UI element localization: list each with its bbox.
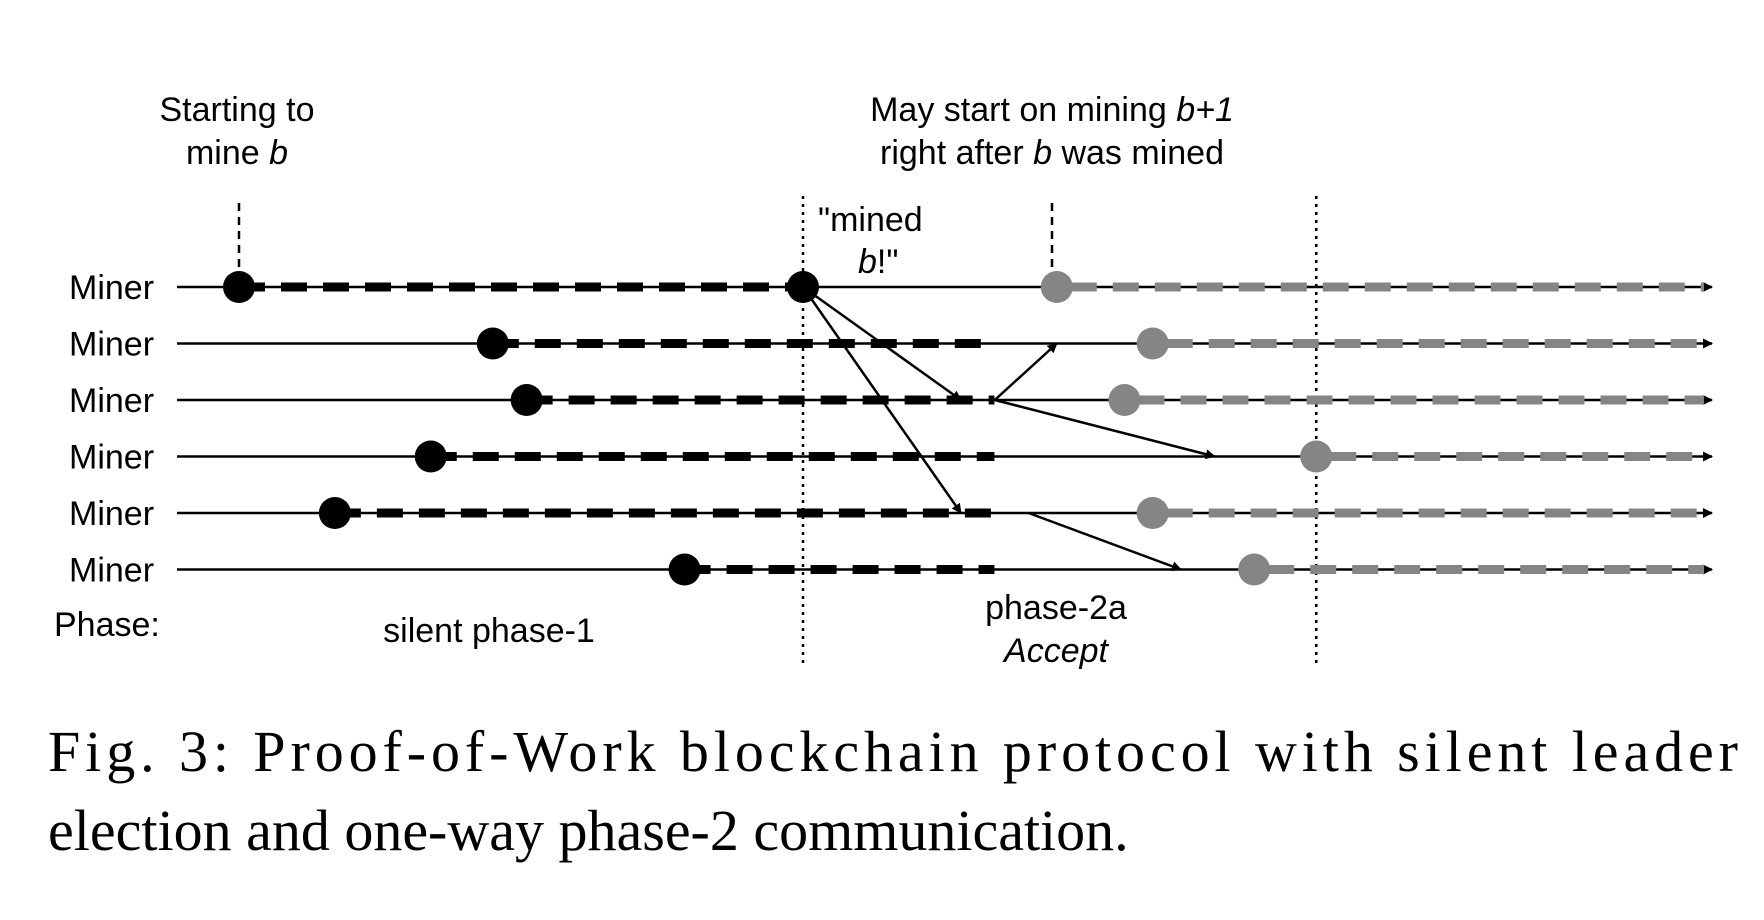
miner-label: Miner: [69, 439, 154, 477]
start-mining-b-dot: [318, 497, 351, 529]
miner-row: Miner: [69, 495, 1713, 533]
miner-label: Miner: [69, 495, 154, 533]
start-mining-b-dot: [476, 327, 509, 360]
start-mining-b1-dot: [1108, 384, 1141, 416]
start-mining-b-dot: [510, 384, 543, 416]
phase-silent-label: silent phase-1: [383, 612, 595, 650]
miner-row: Miner: [69, 269, 1713, 307]
message-arrow: [993, 342, 1058, 401]
messages: [801, 285, 1216, 572]
annotation-start-line1: Starting to: [160, 91, 315, 129]
miner-row: Miner: [69, 552, 1713, 590]
start-mining-b1-dot: [1040, 271, 1073, 303]
message-arrow: [801, 286, 962, 514]
caption-line2: election and one-way phase-2 communicati…: [48, 798, 1129, 863]
start-mining-b1-dot: [1136, 327, 1169, 360]
start-mining-b1-dot: [1238, 553, 1271, 586]
annotation-may-start-line1: May start on mining b+1: [870, 91, 1234, 129]
miner-label: Miner: [69, 552, 154, 590]
miner-label: Miner: [69, 326, 154, 364]
annotation-mined-line1: "mined: [818, 201, 923, 239]
miner-label: Miner: [69, 382, 154, 420]
message-arrow: [802, 285, 962, 402]
start-mining-b1-dot: [1136, 497, 1169, 529]
annotation-may-start-line2: right after b was mined: [880, 134, 1224, 172]
annotation-start-line2: mine b: [186, 134, 288, 172]
start-mining-b-dot: [668, 553, 701, 586]
start-mining-b1-dot: [1300, 440, 1333, 473]
phase-accept-label: Accept: [1002, 632, 1109, 670]
miner-row: Miner: [69, 382, 1713, 420]
miner-row: Miner: [69, 326, 1713, 364]
caption-line1: Fig. 3: Proof-of-Work blockchain protoco…: [48, 719, 1738, 784]
phase-boundaries: [801, 196, 1318, 664]
annotation-mined-line2: b!": [858, 243, 898, 281]
message-arrow: [994, 398, 1216, 460]
phase-2a-label: phase-2a: [985, 589, 1127, 627]
miner-row: Miner: [69, 439, 1713, 477]
phase-header: Phase:: [54, 606, 160, 644]
start-mining-b-dot: [223, 271, 255, 303]
miner-label: Miner: [69, 269, 154, 307]
start-mining-b-dot: [414, 440, 447, 473]
message-arrow: [1028, 511, 1182, 572]
